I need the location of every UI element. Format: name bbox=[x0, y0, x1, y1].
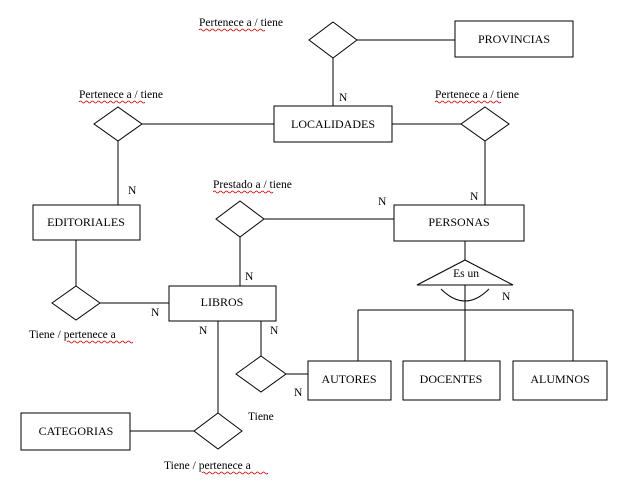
relationship-left-label: Pertenece a / tiene bbox=[78, 89, 163, 104]
rel-top-word: Pertenece bbox=[199, 17, 244, 29]
svg-text:Pertenece a / tiene: Pertenece a / tiene bbox=[79, 89, 163, 101]
spell-underline bbox=[201, 471, 269, 475]
card-prestado-lib: N bbox=[245, 271, 254, 283]
relationship-left-diamond bbox=[93, 106, 143, 142]
isa-label: Es un bbox=[453, 268, 479, 280]
svg-text:Tiene / pertenece a: Tiene / pertenece a bbox=[29, 329, 116, 341]
rel-editorial-prefix: Tiene / bbox=[29, 329, 64, 341]
rel-categoria-rest: a bbox=[243, 460, 251, 472]
entity-personas-label: PERSONAS bbox=[428, 215, 489, 229]
relationship-prestado-label: Prestado a / tiene bbox=[212, 179, 292, 194]
entity-provincias: PROVINCIAS bbox=[454, 20, 574, 58]
card-aut-lib: N bbox=[294, 387, 303, 399]
spell-underline bbox=[212, 190, 274, 194]
card-lib-cat: N bbox=[199, 325, 208, 337]
svg-text:Pertenece a / tiene: Pertenece a / tiene bbox=[199, 17, 283, 29]
entity-localidades-label: LOCALIDADES bbox=[291, 117, 375, 131]
entity-editoriales-label: EDITORIALES bbox=[47, 215, 125, 229]
entity-categorias: CATEGORIAS bbox=[20, 412, 131, 451]
spell-underline bbox=[78, 100, 146, 104]
relationship-editorial-libros-label: Tiene / pertenece a bbox=[29, 329, 134, 344]
entity-libros-label: LIBROS bbox=[201, 295, 244, 309]
relationship-categoria-libros-label: Tiene / pertenece a bbox=[164, 460, 269, 475]
relationship-prestado-diamond bbox=[215, 200, 265, 238]
rel-left-rest: a / tiene bbox=[124, 89, 163, 101]
entity-libros: LIBROS bbox=[168, 285, 277, 322]
entity-docentes-label: DOCENTES bbox=[420, 372, 483, 386]
card-edit-lib: N bbox=[151, 307, 160, 319]
relationship-autor-libros-label: Tiene bbox=[248, 411, 274, 423]
svg-text:Pertenece a / tiene: Pertenece a / tiene bbox=[435, 89, 519, 101]
rel-editorial-word: pertenece bbox=[64, 329, 108, 341]
isa-arc bbox=[440, 288, 490, 302]
relationship-top-diamond bbox=[308, 21, 358, 59]
entity-localidades: LOCALIDADES bbox=[273, 105, 393, 143]
card-lib-aut: N bbox=[270, 325, 279, 337]
spell-underline bbox=[66, 340, 134, 344]
rel-left-word: Pertenece bbox=[79, 89, 124, 101]
isa-triangle bbox=[416, 259, 514, 286]
relationship-top-label: Pertenece a / tiene bbox=[198, 17, 283, 32]
connectors bbox=[75, 39, 574, 432]
relationship-right-diamond bbox=[460, 106, 510, 142]
entity-provincias-label: PROVINCIAS bbox=[478, 32, 550, 46]
entity-autores-label: AUTORES bbox=[321, 372, 376, 386]
entity-alumnos-label: ALUMNOS bbox=[530, 372, 589, 386]
rel-top-rest: a / tiene bbox=[244, 17, 283, 29]
svg-text:Prestado a / tiene: Prestado a / tiene bbox=[213, 179, 292, 191]
entity-editoriales: EDITORIALES bbox=[32, 204, 141, 241]
isa-card: N bbox=[502, 291, 511, 303]
card-prov-loc: N bbox=[339, 92, 348, 104]
spell-underline bbox=[198, 28, 266, 32]
rel-categoria-word: pertenece bbox=[199, 460, 243, 472]
spell-underline bbox=[434, 100, 502, 104]
card-edit-loc: N bbox=[128, 185, 137, 197]
entity-autores: AUTORES bbox=[307, 360, 392, 401]
relationship-right-label: Pertenece a / tiene bbox=[434, 89, 519, 104]
entity-docentes: DOCENTES bbox=[402, 360, 501, 401]
relationship-autor-libros-diamond bbox=[235, 355, 287, 393]
svg-text:Tiene / pertenece a: Tiene / pertenece a bbox=[164, 460, 251, 472]
entity-personas: PERSONAS bbox=[393, 204, 525, 242]
rel-right-rest: a / tiene bbox=[480, 89, 519, 101]
card-prestado-pers: N bbox=[378, 196, 387, 208]
rel-categoria-prefix: Tiene / bbox=[164, 460, 199, 472]
card-pers-loc: N bbox=[470, 191, 479, 203]
rel-prestado-rest: a / tiene bbox=[253, 179, 292, 191]
relationship-categoria-libros-diamond bbox=[193, 412, 243, 450]
rel-editorial-rest: a bbox=[108, 329, 116, 341]
relationship-editorial-libros-diamond bbox=[51, 285, 101, 321]
rel-prestado-word: Prestado bbox=[213, 179, 253, 191]
entity-categorias-label: CATEGORIAS bbox=[39, 424, 114, 438]
entity-alumnos: ALUMNOS bbox=[512, 360, 608, 401]
rel-right-word: Pertenece bbox=[435, 89, 480, 101]
